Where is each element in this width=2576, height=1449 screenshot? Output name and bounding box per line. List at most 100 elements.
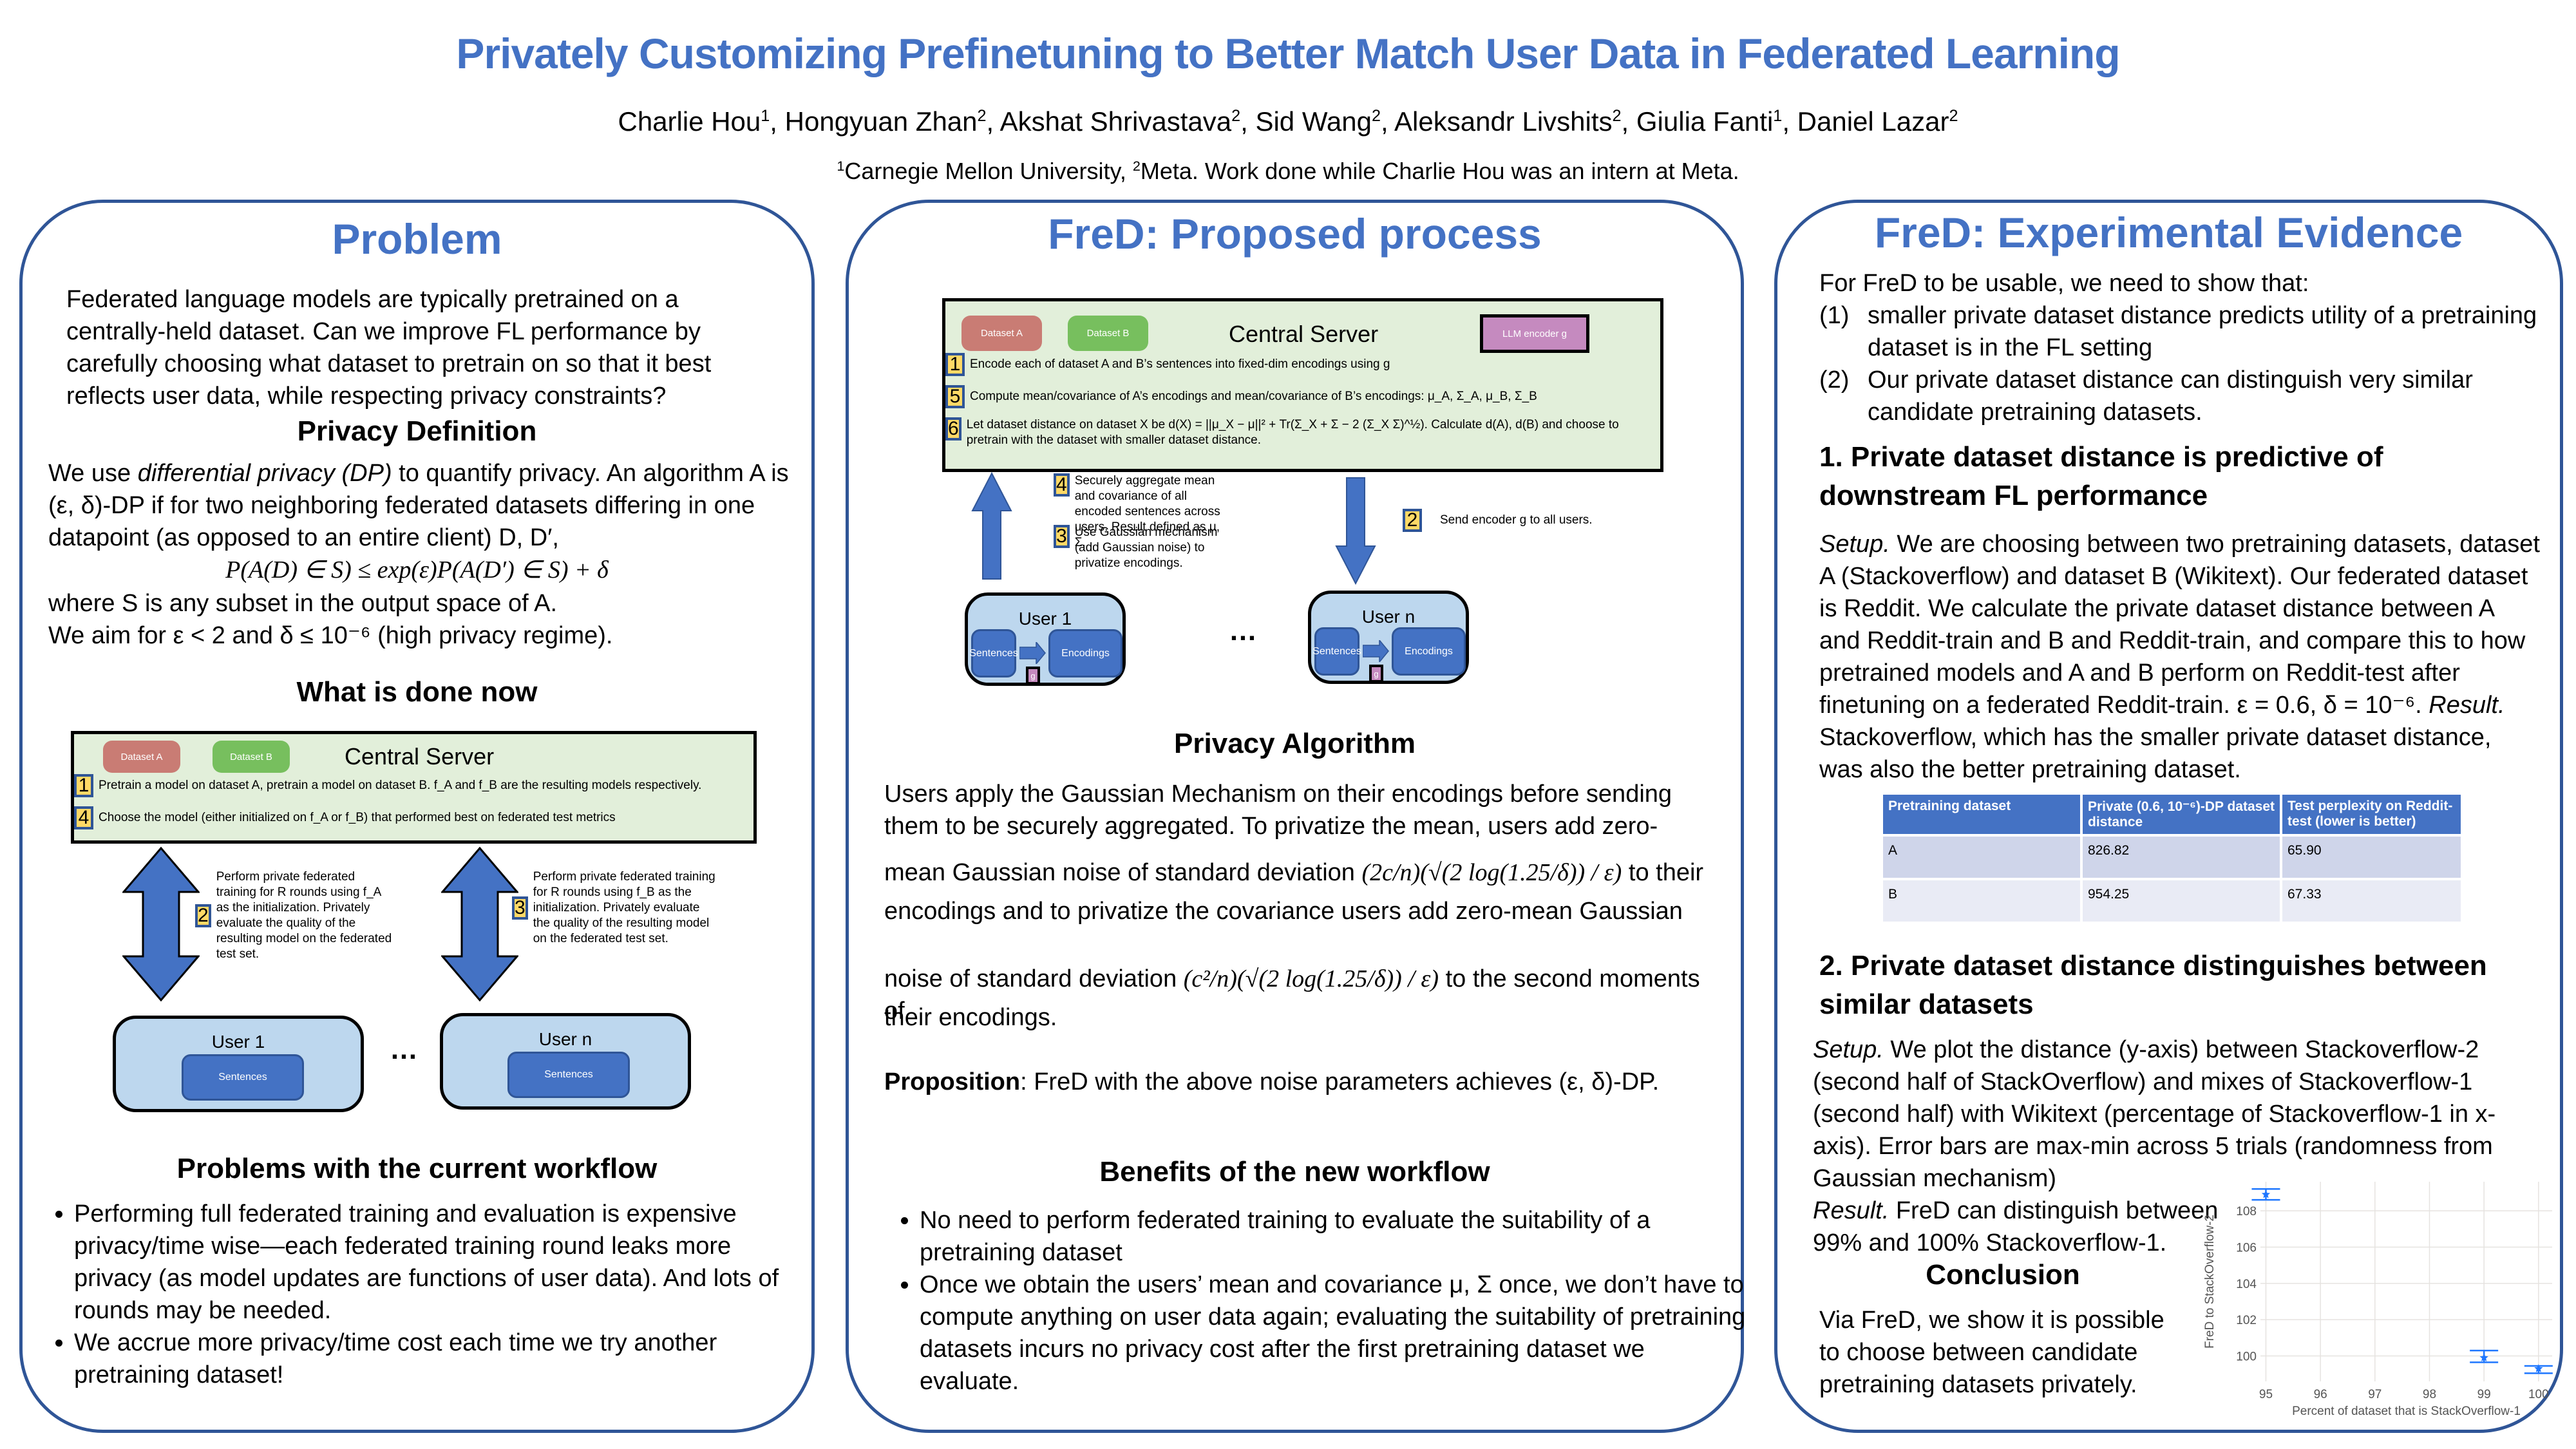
right-arrow-icon <box>1363 640 1389 662</box>
x-tick-label: 99 <box>2477 1388 2491 1401</box>
encodings-box: Encodings <box>1392 627 1466 676</box>
evidence-panel: FreD: Experimental Evidence For FreD to … <box>1774 200 2563 1433</box>
results-table: Pretraining dataset Private (0.6, 10⁻⁶)-… <box>1880 792 2463 924</box>
panel-title: Problem <box>332 215 502 263</box>
problem-item: Performing full federated training and e… <box>74 1198 808 1327</box>
author: Akshat Shrivastava2, <box>999 106 1256 137</box>
privacy-algorithm-text: Users apply the Gaussian Mechanism on th… <box>884 781 1672 840</box>
panel-title: FreD: Experimental Evidence <box>1874 209 2463 256</box>
problem-panel: Problem Federated language models are ty… <box>19 200 815 1433</box>
y-tick-label: 106 <box>2236 1241 2257 1255</box>
data-point-star <box>2534 1364 2543 1372</box>
author: Charlie Hou1, <box>618 106 785 137</box>
benefit-item: No need to perform federated training to… <box>920 1204 1750 1269</box>
benefits-heading: Benefits of the new workflow <box>1099 1156 1490 1188</box>
table-cell: B <box>1883 880 2080 922</box>
conclusion-heading: Conclusion <box>1926 1259 2080 1291</box>
central-server-box: Dataset A Dataset B Central Server LLM e… <box>942 298 1663 472</box>
privacy-algorithm-cov-noise: noise of standard deviation (c²/n)(√(2 l… <box>884 965 1700 1025</box>
evidence-intro: For FreD to be usable, we need to show t… <box>1819 270 2309 297</box>
central-server-label: Central Server <box>345 743 495 770</box>
panel-title: FreD: Proposed process <box>1048 210 1542 258</box>
privacy-algorithm-cov: encodings and to privatize the covarianc… <box>884 898 1683 925</box>
right-arrow-icon <box>1019 642 1046 664</box>
benefit-item: Once we obtain the users’ mean and covar… <box>920 1269 1750 1397</box>
x-tick-label: 98 <box>2423 1388 2436 1401</box>
sentences-box: Sentences <box>507 1052 630 1098</box>
x-tick-label: 95 <box>2259 1388 2273 1401</box>
table-cell: 67.33 <box>2282 880 2461 922</box>
user-label: User 1 <box>1018 609 1072 629</box>
privacy-definition-subset: where S is any subset in the output spac… <box>48 590 558 617</box>
double-arrow-icon <box>122 847 200 1001</box>
dataset-b-box: Dataset B <box>213 741 290 773</box>
up-arrow-icon <box>971 472 1012 580</box>
table-row: B 954.25 67.33 <box>1883 880 2461 922</box>
section-2-heading: 2. Private dataset distance distinguishe… <box>1819 950 2487 1020</box>
mean-noise-formula: (2c/n)(√(2 log(1.25/δ)) / ε) <box>1361 859 1622 886</box>
privacy-algorithm-end: their encodings. <box>884 1004 1057 1031</box>
author: Aleksandr Livshits2, <box>1394 106 1636 137</box>
user-label: User n <box>1361 607 1416 627</box>
y-tick-label: 108 <box>2236 1205 2257 1218</box>
table-header-row: Pretraining dataset Private (0.6, 10⁻⁶)-… <box>1883 795 2461 834</box>
claim-item: (2)Our private dataset distance can dist… <box>1819 366 2473 426</box>
x-tick-label: 97 <box>2368 1388 2382 1401</box>
data-point-star <box>2261 1189 2271 1198</box>
y-tick-label: 104 <box>2236 1278 2257 1291</box>
privacy-definition-text: We use differential privacy (DP) to quan… <box>48 460 789 551</box>
y-axis-label: FreD to StackOverflow-2 <box>2203 1215 2217 1349</box>
problems-heading: Problems with the current workflow <box>176 1153 658 1184</box>
user-label: User 1 <box>211 1032 265 1052</box>
affiliations: 1Carnegie Mellon University, 2Meta. Work… <box>837 158 1739 184</box>
table-row: A 826.82 65.90 <box>1883 837 2461 878</box>
section-1-heading: 1. Private dataset distance is predictiv… <box>1819 441 2383 511</box>
poster-title: Privately Customizing Prefinetuning to B… <box>456 30 2120 77</box>
problem-intro: Federated language models are typically … <box>66 286 712 410</box>
claim-item: (1)smaller private dataset distance pred… <box>1819 302 2537 361</box>
benefits-list: No need to perform federated training to… <box>875 1204 1750 1397</box>
ellipsis: … <box>1229 615 1257 647</box>
table-cell: 826.82 <box>2083 837 2280 878</box>
section-2-setup: Setup. We plot the distance (y-axis) bet… <box>1813 1036 2496 1192</box>
proposition: Proposition: FreD with the above noise p… <box>884 1068 1660 1095</box>
author: Giulia Fanti1, <box>1636 106 1797 137</box>
process-panel: FreD: Proposed process Dataset A Dataset… <box>846 200 1745 1433</box>
privacy-algorithm-heading: Privacy Algorithm <box>1174 728 1416 759</box>
author: Daniel Lazar2 <box>1797 106 1958 137</box>
sentences-box: Sentences <box>969 629 1018 677</box>
privacy-regime: We aim for ε < 2 and δ ≤ 10⁻⁶ (high priv… <box>48 622 613 649</box>
llm-encoder-box: LLM encoder g <box>1480 314 1589 353</box>
table-cell: 954.25 <box>2083 880 2280 922</box>
user-n-box: User n Sentences <box>440 1013 691 1110</box>
cov-noise-formula: (c²/n)(√(2 log(1.25/δ)) / ε) <box>1183 965 1439 992</box>
y-tick-label: 102 <box>2236 1314 2257 1327</box>
author: Sid Wang2, <box>1255 106 1395 137</box>
down-arrow-icon <box>1335 477 1376 585</box>
column-header: Private (0.6, 10⁻⁶)-DP dataset distance <box>2083 795 2280 834</box>
privacy-definition-heading: Privacy Definition <box>297 415 537 447</box>
dp-formula: P(A(D) ∈ S) ≤ exp(ε)P(A(D′) ∈ S) + δ <box>225 556 609 583</box>
central-server-label: Central Server <box>1229 321 1379 347</box>
table-cell: A <box>1883 837 2080 878</box>
dataset-a-box: Dataset A <box>103 741 180 773</box>
table-cell: 65.90 <box>2282 837 2461 878</box>
current-workflow-heading: What is done now <box>296 676 538 708</box>
encoder-g-box: g <box>1369 665 1383 683</box>
user-label: User n <box>538 1029 592 1049</box>
double-arrow-icon <box>441 847 518 1001</box>
column-header: Pretraining dataset <box>1883 795 2080 834</box>
ellipsis: … <box>390 1034 418 1065</box>
x-tick-label: 100 <box>2528 1388 2549 1401</box>
encoder-g-box: g <box>1026 667 1040 685</box>
dataset-b-box: Dataset B <box>1068 316 1148 351</box>
section-2-result: Result. FreD can distinguish between 99%… <box>1813 1197 2219 1256</box>
